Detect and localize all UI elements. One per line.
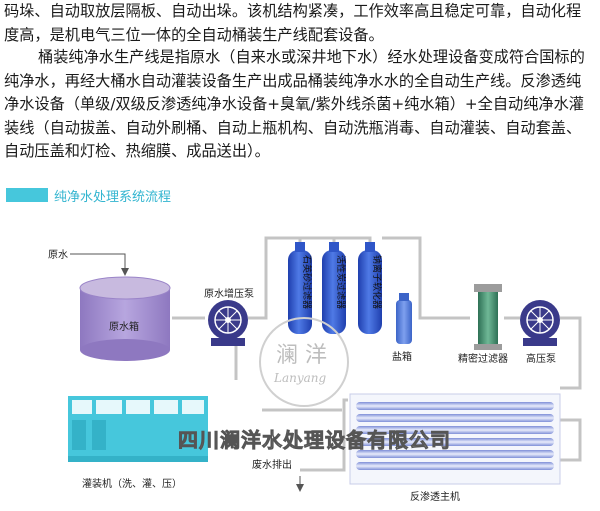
high-pressure-pump: 高压泵 — [520, 300, 560, 365]
logo-chars: 澜 洋 — [276, 343, 327, 368]
salt-box: 盐箱 — [392, 293, 412, 363]
logo-latin: Lanyang — [273, 371, 327, 385]
booster-pump: 原水增压泵 — [204, 287, 254, 346]
ro-main-unit: 反渗透主机 — [349, 393, 561, 503]
raw-tank-label: 原水箱 — [109, 320, 139, 333]
filling-machine: 灌装机（洗、灌、压） — [68, 396, 208, 490]
raw-water-inlet: 原水 — [48, 249, 129, 276]
intro-paragraph-2: 桶装纯净水生产线是指原水（自来水或深井地下水）经水处理设备变成符合国标的纯净水，… — [4, 48, 585, 160]
quartz-sand-filter: 石英砂过滤器 — [288, 242, 313, 334]
salt-box-label: 盐箱 — [392, 350, 412, 363]
activated-carbon-filter: 活性炭过滤器 — [322, 242, 347, 334]
section-title: 纯净水处理系统流程 — [54, 189, 172, 205]
raw-water-tank: 原水箱 — [79, 276, 171, 361]
ro-unit-label: 反渗透主机 — [410, 490, 460, 503]
filling-machine-label: 灌装机（洗、灌、压） — [82, 477, 182, 490]
company-watermark: 四川澜洋水处理设备有限公司 — [178, 428, 451, 453]
logo-badge: 澜 洋 Lanyang — [259, 317, 349, 407]
wastewater-label: 废水排出 — [252, 458, 292, 471]
raw-water-label: 原水 — [48, 249, 68, 261]
sodium-softener: 钠离子软化器 — [358, 242, 383, 334]
precision-filter-label: 精密过滤器 — [458, 352, 508, 365]
intro-paragraph-1: 码垛、自动取放层隔板、自动出垛。该机结构紧凑，工作效率高且稳定可靠，自动化程度高… — [4, 2, 582, 44]
process-flow-diagram: 原水 原水箱 原水增压泵 石英砂过滤器 活性炭过滤器 钠离子软化器 盐箱 — [48, 236, 582, 503]
carbon-filter-label: 活性炭过滤器 — [335, 255, 347, 309]
section-accent-bar — [6, 188, 48, 202]
high-pressure-pump-label: 高压泵 — [526, 352, 556, 365]
softener-label: 钠离子软化器 — [371, 255, 383, 309]
booster-pump-label: 原水增压泵 — [204, 287, 254, 300]
section-header: 纯净水处理系统流程 — [6, 184, 171, 206]
precision-filter: 精密过滤器 — [458, 284, 508, 365]
quartz-filter-label: 石英砂过滤器 — [301, 255, 313, 309]
wastewater-outlet: 废水排出 — [252, 458, 304, 492]
